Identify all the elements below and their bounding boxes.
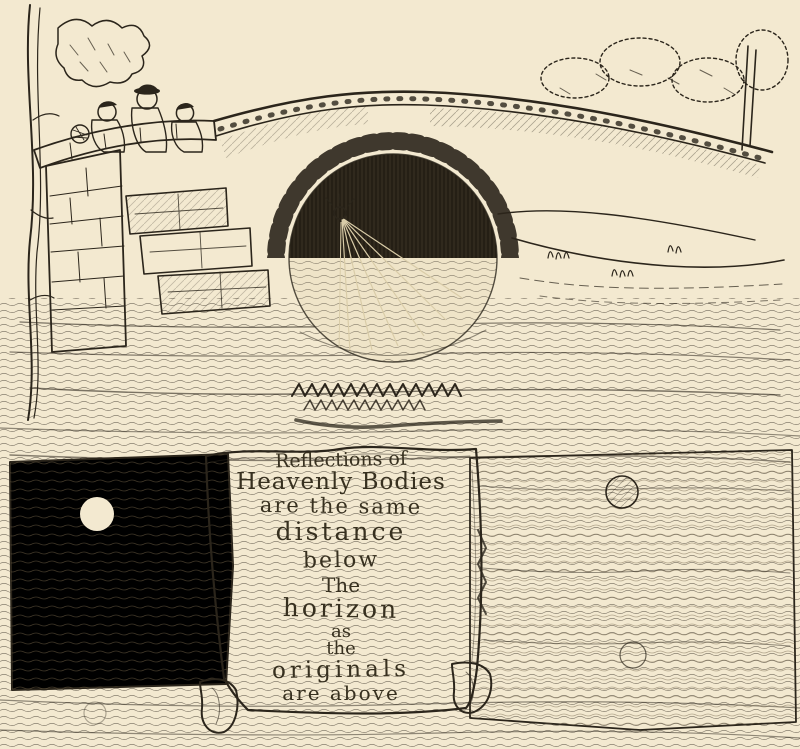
scroll-banner (199, 445, 493, 734)
reflection-half (288, 153, 498, 363)
star-reflection-bottom (619, 641, 647, 669)
left-tree (26, 4, 151, 421)
light-source-and-rays (338, 217, 463, 355)
moon-reflection (80, 497, 114, 531)
top-right-foliage (540, 29, 789, 151)
scroll-curl-right (451, 661, 493, 714)
scroll-curl-left (199, 678, 239, 734)
dark-water-patch (9, 453, 234, 725)
right-water-patch (469, 449, 797, 731)
stone-parapet (33, 119, 271, 353)
ripple-band (291, 383, 503, 429)
right-bank (511, 237, 785, 304)
faint-ripple-circle (83, 701, 107, 725)
arch-and-reflection (267, 132, 519, 363)
light-source-dot (333, 206, 347, 220)
bridge (212, 90, 774, 241)
bridge-figures (70, 84, 204, 153)
